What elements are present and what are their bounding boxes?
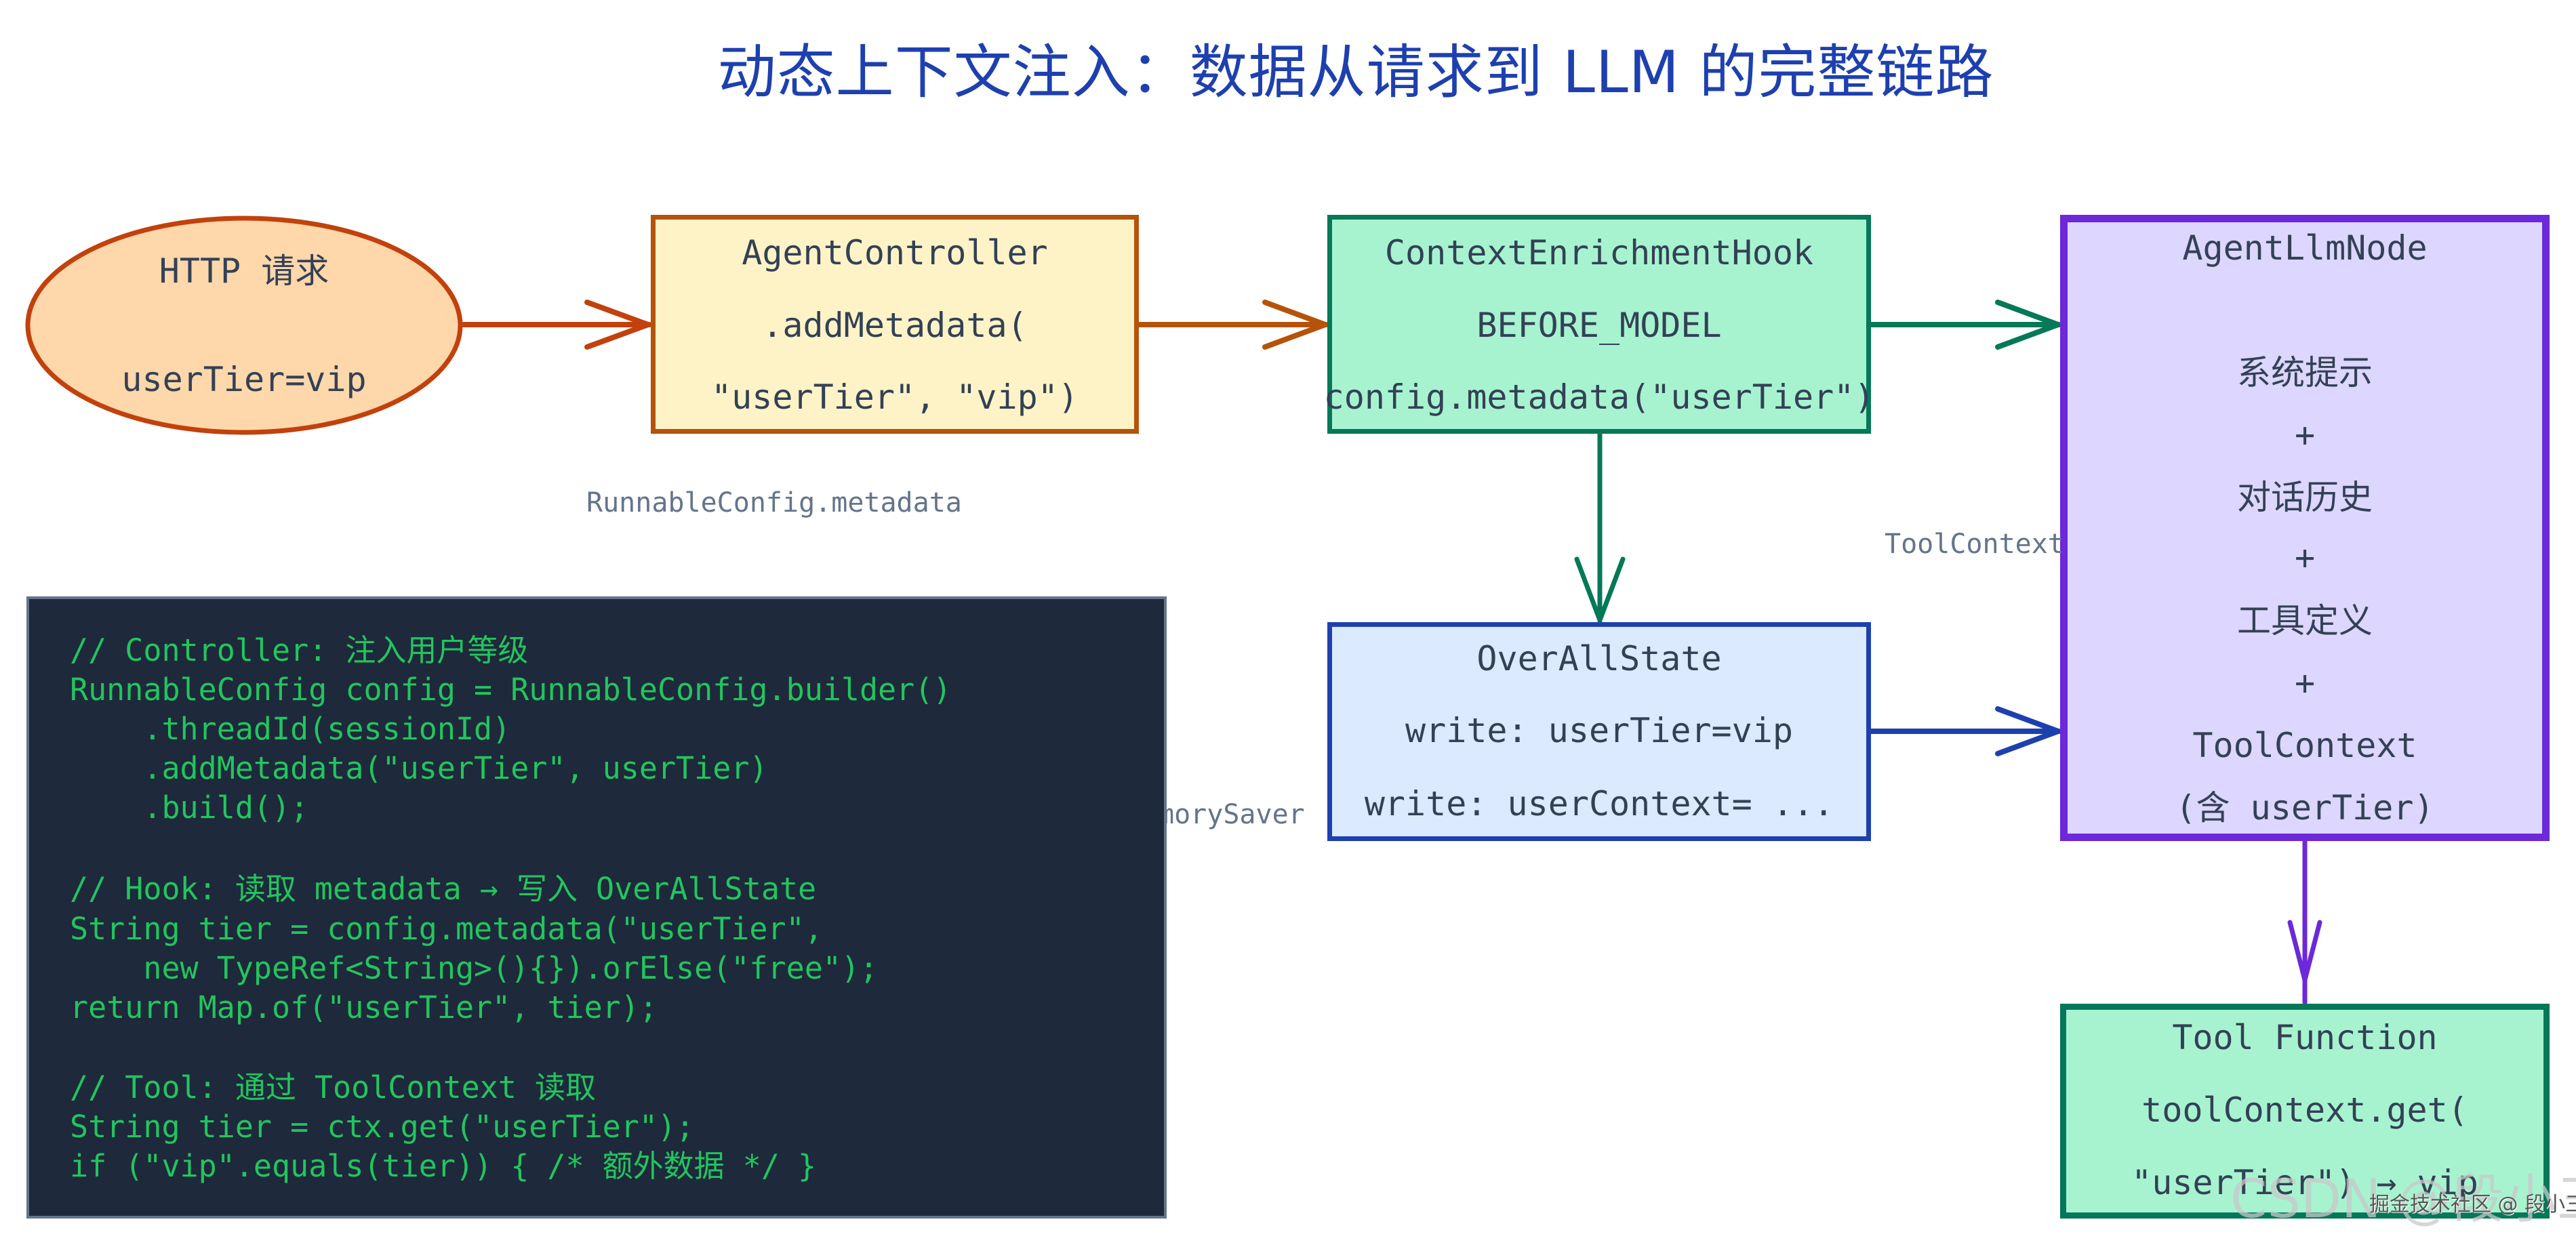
node-text: + <box>2294 415 2316 455</box>
node-text: BEFORE_MODEL <box>1476 306 1722 345</box>
tool-function-node[interactable]: Tool Function toolContext.get( "userTier… <box>2060 1004 2550 1219</box>
code-line: new TypeRef<String>(){}).orElse("free"); <box>70 950 879 986</box>
code-line: .threadId(sessionId) <box>70 711 511 747</box>
edge-hook-to-state <box>1574 431 1626 624</box>
http-request-node[interactable]: HTTP 请求 userTier=vip <box>24 215 464 436</box>
node-text: write: userContext= ... <box>1364 784 1834 823</box>
node-text: userTier=vip <box>121 360 367 399</box>
code-line: String tier = config.metadata("userTier"… <box>70 911 823 947</box>
node-title: ContextEnrichmentHook <box>1384 233 1814 272</box>
agent-llm-node[interactable]: AgentLlmNode 系统提示 + 对话历史 + 工具定义 + ToolCo… <box>2060 215 2550 841</box>
code-line: .addMetadata("userTier", userTier) <box>70 750 768 786</box>
node-text: write: userTier=vip <box>1405 711 1793 750</box>
edge-label-memory-saver: morySaver <box>1158 799 1305 830</box>
node-title: AgentController <box>742 233 1048 272</box>
node-text: 工具定义 <box>2237 601 2373 640</box>
node-text: "userTier") → vip <box>2131 1163 2478 1202</box>
juejin-watermark: 掘金技术社区 @ 段小三 <box>2369 1193 2576 1217</box>
code-line: // Tool: 通过 ToolContext 读取 <box>70 1069 597 1105</box>
edge-state-to-llm <box>1868 706 2061 756</box>
node-text: "userTier", "vip") <box>711 377 1079 417</box>
diagram-title: 动态上下文注入：数据从请求到 LLM 的完整链路 <box>717 39 1994 106</box>
node-title: AgentLlmNode <box>2182 228 2428 268</box>
code-line: return Map.of("userTier", tier); <box>70 989 658 1025</box>
code-line: RunnableConfig config = RunnableConfig.b… <box>70 672 952 708</box>
edge-label-tool-context: ToolContext <box>1885 529 2064 560</box>
csdn-watermark: CSDN @段小三 <box>2230 1169 2576 1230</box>
node-text: + <box>2294 538 2316 577</box>
code-line: // Controller: 注入用户等级 <box>70 632 529 668</box>
code-line: .build(); <box>70 790 309 825</box>
node-text: toolContext.get( <box>2141 1090 2468 1130</box>
overall-state-node[interactable]: OverAllState write: userTier=vip write: … <box>1327 622 1871 841</box>
code-line: String tier = ctx.get("userTier"); <box>70 1109 695 1145</box>
node-text: .addMetadata( <box>762 306 1028 345</box>
edge-controller-to-hook <box>1136 300 1329 350</box>
node-text: ToolContext <box>2192 726 2417 765</box>
code-line: // Hook: 读取 metadata → 写入 OverAllState <box>70 871 817 907</box>
code-snippet-panel: // Controller: 注入用户等级 RunnableConfig con… <box>26 596 1167 1219</box>
node-text: 系统提示 <box>2237 353 2373 392</box>
ellipse-shape <box>25 216 463 435</box>
node-title: OverAllState <box>1476 639 1722 678</box>
context-enrichment-hook-node[interactable]: ContextEnrichmentHook BEFORE_MODEL confi… <box>1324 215 1874 434</box>
node-text: config.metadata("userTier") <box>1323 377 1875 417</box>
edge-llm-to-tool <box>2287 838 2322 1005</box>
node-text: + <box>2294 663 2316 703</box>
edge-http-to-controller <box>461 300 652 350</box>
edge-hook-to-llm <box>1868 300 2061 350</box>
node-text: 对话历史 <box>2237 478 2373 517</box>
code-line: if ("vip".equals(tier)) { /* 额外数据 */ } <box>70 1148 817 1184</box>
node-text: HTTP 请求 <box>159 251 329 291</box>
node-title: Tool Function <box>2172 1018 2438 1057</box>
agent-controller-node[interactable]: AgentController .addMetadata( "userTier"… <box>651 215 1139 434</box>
edge-label-runnable-config: RunnableConfig.metadata <box>586 487 962 518</box>
node-text: (含 userTier) <box>2175 788 2434 827</box>
